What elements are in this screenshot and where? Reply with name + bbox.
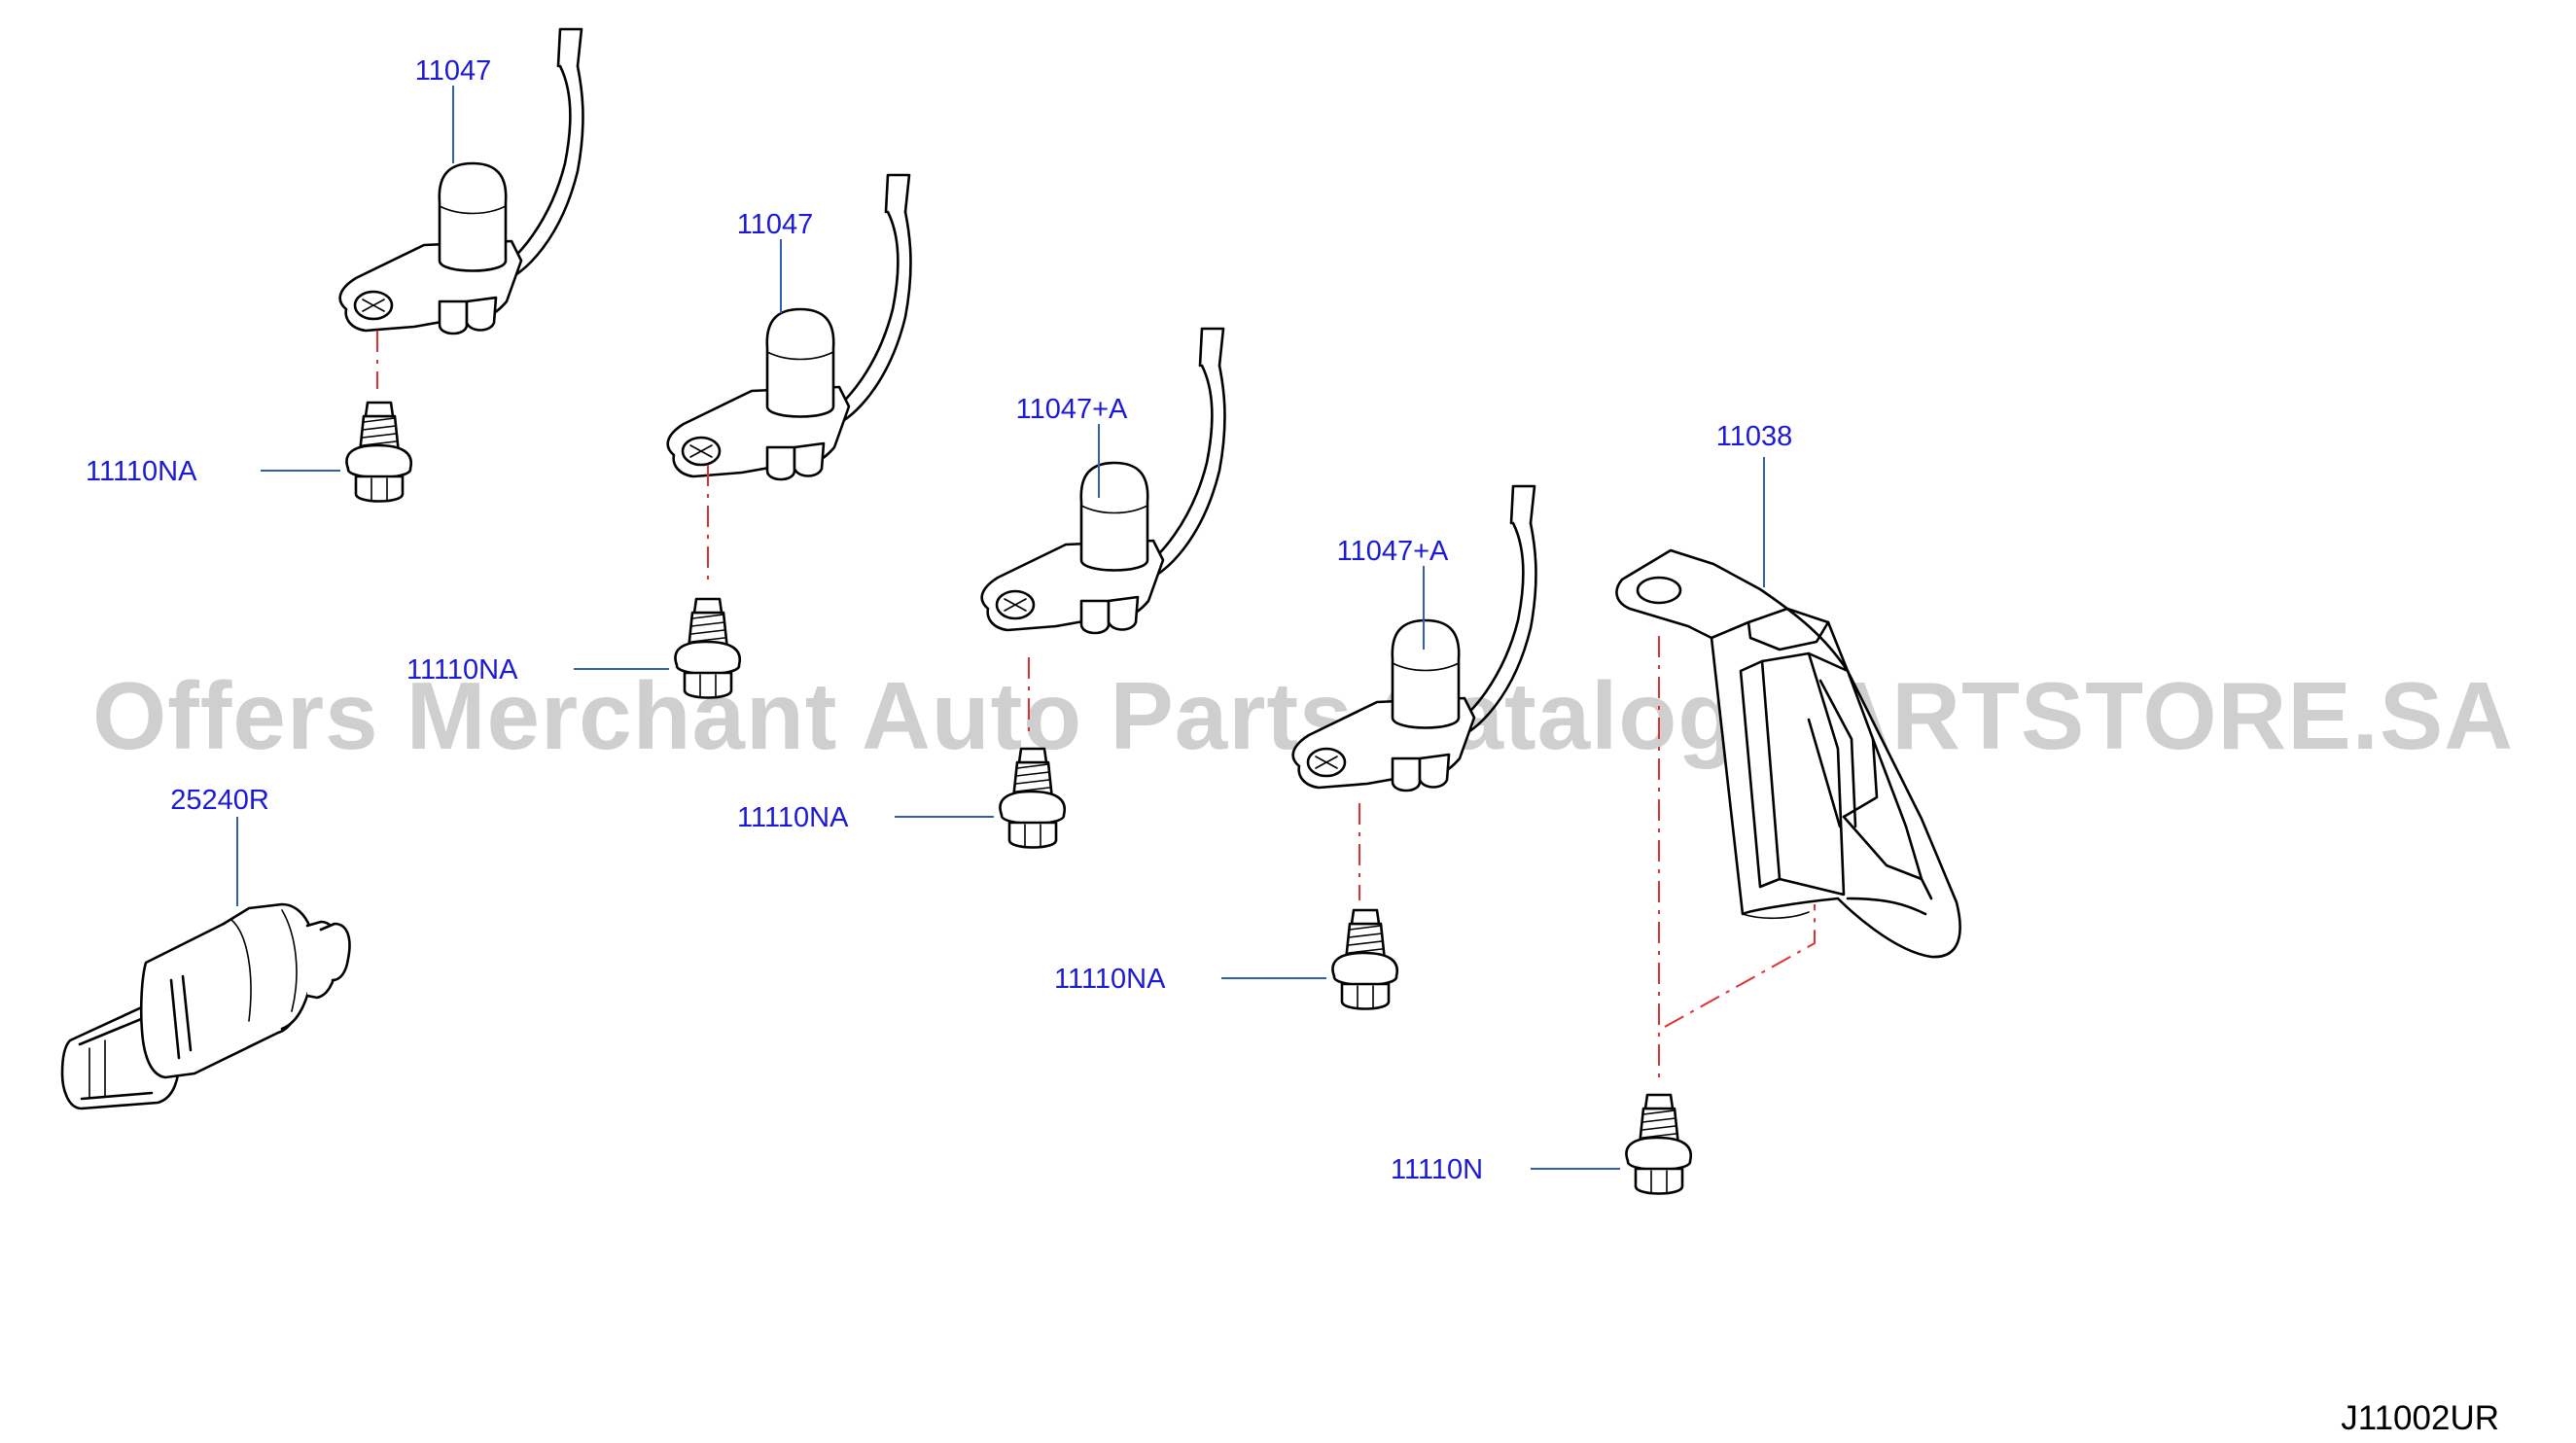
- catalog-code: J11002UR: [2341, 1399, 2499, 1437]
- part-label-sensor-4[interactable]: 11047+A: [1337, 536, 1449, 567]
- bolt-1-drawing: [345, 401, 413, 503]
- part-label-bolt-2[interactable]: 11110NA: [406, 654, 518, 686]
- part-label-sensor-3[interactable]: 11047+A: [1016, 394, 1128, 425]
- part-label-bolt-4[interactable]: 11110NA: [1054, 964, 1166, 995]
- bolt-4-drawing: [1331, 908, 1399, 1010]
- bracket-alignment-line-right: [1664, 904, 1816, 1028]
- sensor-3-drawing: [980, 327, 1226, 635]
- part-label-bolt-5[interactable]: 11110N: [1391, 1154, 1483, 1185]
- part-label-bolt-3[interactable]: 11110NA: [737, 802, 849, 833]
- bolt-5-drawing: [1625, 1093, 1693, 1195]
- part-label-switch[interactable]: 25240R: [170, 785, 269, 816]
- pressure-switch-drawing: [60, 902, 351, 1110]
- part-label-bracket[interactable]: 11038: [1716, 421, 1793, 452]
- bolt-2-drawing: [674, 597, 742, 699]
- part-label-bolt-1[interactable]: 11110NA: [86, 456, 197, 487]
- bracket-drawing: [1615, 548, 1961, 959]
- part-label-sensor-2[interactable]: 11047: [737, 209, 814, 240]
- part-label-sensor-1[interactable]: 11047: [415, 55, 492, 87]
